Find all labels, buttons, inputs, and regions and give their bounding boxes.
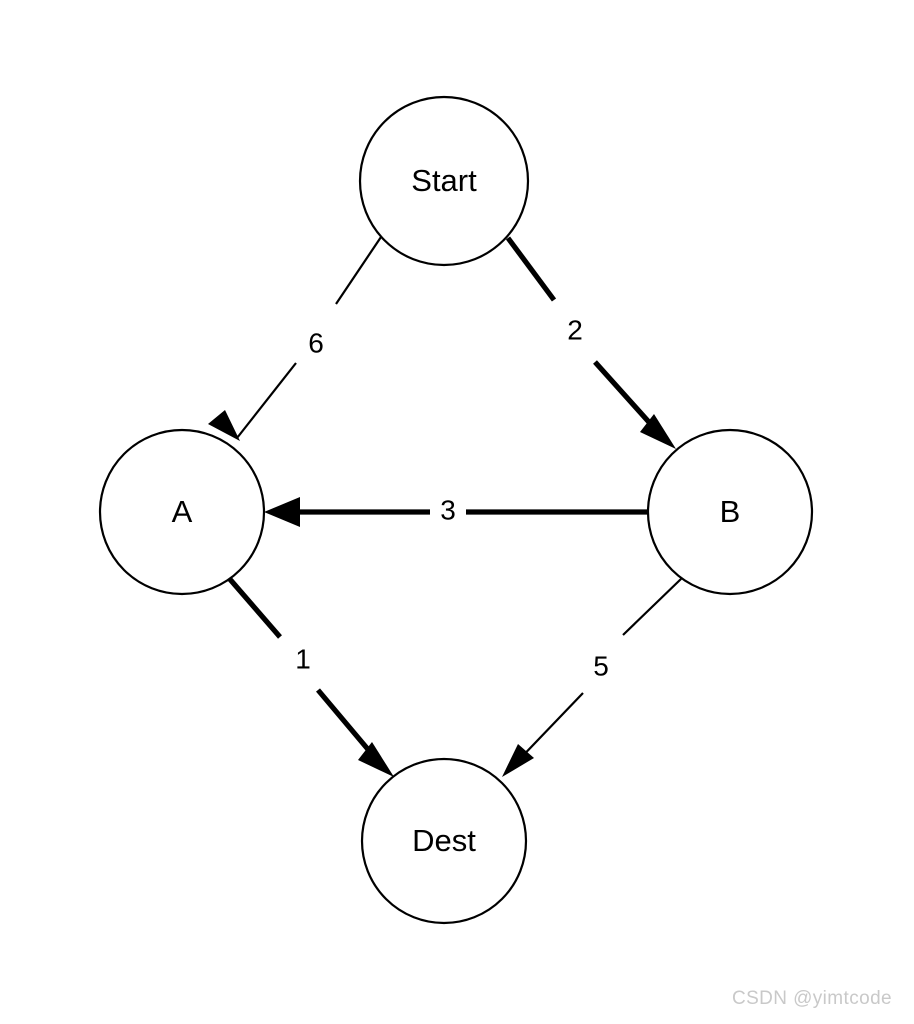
edge-b-dest-arrowhead — [502, 744, 534, 777]
edge-a-dest-segment-upper — [226, 575, 282, 639]
edge-b-dest-segment-upper — [622, 577, 683, 636]
edge-b-dest[interactable]: 5 — [502, 577, 683, 777]
edge-a-dest[interactable]: 1 — [226, 575, 394, 777]
node-start-label: Start — [411, 163, 477, 198]
edge-b-dest-weight: 5 — [593, 650, 609, 681]
edge-start-a-segment-lower — [236, 362, 297, 439]
edge-b-a-weight: 3 — [440, 494, 456, 525]
edge-b-a[interactable]: 3 — [264, 494, 648, 527]
edge-b-a-arrowhead — [264, 497, 300, 527]
edge-start-b-segment-upper — [505, 236, 557, 302]
node-dest[interactable]: Dest — [360, 757, 528, 925]
edge-a-dest-weight: 1 — [295, 643, 311, 674]
edge-start-b[interactable]: 2 — [505, 236, 676, 449]
node-a-circle — [98, 428, 266, 596]
watermark-label: CSDN @yimtcode — [731, 988, 892, 1009]
node-dest-label: Dest — [412, 823, 476, 858]
edge-start-b-weight: 2 — [567, 314, 583, 345]
node-b[interactable]: B — [646, 428, 814, 596]
node-start[interactable]: Start — [358, 95, 530, 267]
edge-start-a-arrowhead — [208, 410, 240, 441]
node-dest-circle — [360, 757, 528, 925]
edge-start-a-weight: 6 — [308, 327, 324, 358]
node-a-label: A — [172, 494, 193, 529]
node-start-circle — [358, 95, 530, 267]
edge-start-b-arrowhead — [640, 414, 676, 449]
edge-a-dest-arrowhead — [358, 742, 394, 777]
node-b-label: B — [720, 494, 741, 529]
node-b-circle — [646, 428, 814, 596]
node-a[interactable]: A — [98, 428, 266, 596]
edge-start-a-segment-upper — [335, 236, 382, 305]
edge-start-a[interactable]: 6 — [208, 236, 382, 441]
